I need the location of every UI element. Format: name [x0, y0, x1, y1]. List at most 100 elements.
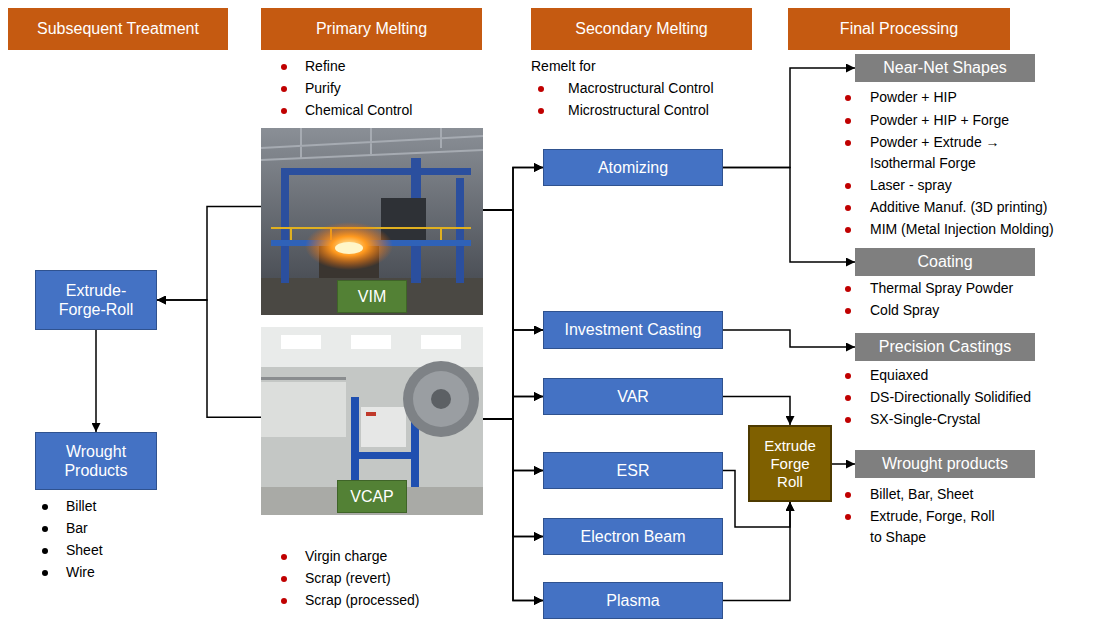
bullet-dot: [42, 526, 48, 532]
bullet-item: Powder + Extrude → Isothermal Forge: [870, 132, 1015, 174]
bullet-dot: [281, 108, 287, 114]
bullet-dot: [845, 205, 851, 211]
furnace-tag: VIM: [337, 280, 407, 313]
molten-glow: [305, 222, 393, 270]
process-box: Atomizing: [543, 149, 723, 186]
roof-truss: [261, 128, 483, 160]
flow-arrow: [723, 397, 790, 426]
bullet-item: Purify: [305, 78, 341, 99]
bullet-dot: [845, 286, 851, 292]
flow-arrow: [723, 330, 855, 347]
box-label: VAR: [617, 387, 649, 406]
flow-arrow: [483, 330, 543, 419]
process-box: VAR: [543, 378, 723, 415]
bullet-item: Scrap (revert): [305, 568, 391, 589]
label-text: Refine: [305, 58, 345, 74]
bullet-item: DS-Directionally Solidified: [870, 387, 1031, 408]
box-label: Wrought Products: [51, 442, 141, 480]
process-box: ESR: [543, 452, 723, 489]
label-text: Scrap (processed): [305, 592, 419, 608]
molten-core: [335, 242, 363, 254]
process-box: Wrought Products: [35, 432, 157, 490]
bullet-item: Virgin charge: [305, 546, 387, 567]
box-label: Extrude-Forge-Roll: [51, 281, 141, 319]
furnace-housing: [381, 198, 426, 240]
label-text: Macrostructural Control: [568, 80, 714, 96]
label-text: Powder + HIP: [870, 89, 957, 105]
bullet-item: MIM (Metal Injection Molding): [870, 219, 1054, 240]
label-text: Wire: [66, 564, 95, 580]
furnace-tag: VCAP: [337, 480, 407, 513]
bullet-item: Billet: [66, 496, 96, 517]
bullet-dot: [845, 373, 851, 379]
label-text: Powder + Extrude → Isothermal Forge: [870, 134, 1000, 171]
hall-ground: [261, 327, 483, 515]
column-header: Final Processing: [788, 8, 1010, 50]
bullet-dot: [845, 308, 851, 314]
box-label: Wrought products: [882, 454, 1008, 473]
flow-arrow: [157, 207, 261, 300]
product-header: Near-Net Shapes: [855, 54, 1035, 82]
bullet-item: Sheet: [66, 540, 103, 561]
bullet-item: Refine: [305, 56, 345, 77]
product-header: Precision Castings: [855, 333, 1035, 361]
bullet-item: Wire: [66, 562, 95, 583]
label-text: Billet, Bar, Sheet: [870, 486, 974, 502]
box-label: ESR: [617, 461, 650, 480]
label-text: Microstructural Control: [568, 102, 709, 118]
process-box: Plasma: [543, 582, 723, 619]
label-text: Laser - spray: [870, 177, 952, 193]
bullet-dot: [845, 118, 851, 124]
bullet-item: Laser - spray: [870, 175, 952, 196]
flow-arrow: [95, 330, 97, 432]
control-cabinet: [361, 407, 406, 447]
bullet-item: Thermal Spray Powder: [870, 278, 1013, 299]
label-text: DS-Directionally Solidified: [870, 389, 1031, 405]
flow-arrow: [483, 168, 543, 420]
bullet-item: Macrostructural Control: [568, 78, 714, 99]
label-text: Chemical Control: [305, 102, 412, 118]
box-label: Plasma: [606, 591, 659, 610]
label-text: Equiaxed: [870, 367, 928, 383]
box-label: Near-Net Shapes: [883, 58, 1007, 77]
box-label: Electron Beam: [581, 527, 686, 546]
furnace-panel: VCAP: [261, 327, 483, 515]
label-text: Sheet: [66, 542, 103, 558]
bullet-item: Chemical Control: [305, 100, 412, 121]
label-text: Remelt for: [531, 58, 596, 74]
column-header: Subsequent Treatment: [8, 8, 228, 50]
process-box: Extrude-Forge-Roll: [35, 270, 157, 330]
bullet-dot: [845, 514, 851, 520]
bullet-dot: [42, 504, 48, 510]
hall-floor: [261, 278, 483, 315]
bullet-item: Additive Manuf. (3D printing): [870, 197, 1047, 218]
note-text: Remelt for: [531, 56, 596, 77]
bullet-item: Microstructural Control: [568, 100, 709, 121]
vessel-lid: [413, 371, 469, 427]
bullet-dot: [42, 548, 48, 554]
bullet-item: Powder + HIP + Forge: [870, 110, 1009, 131]
flow-arrow: [723, 68, 855, 168]
label-text: Thermal Spray Powder: [870, 280, 1013, 296]
bullet-item: Billet, Bar, Sheet: [870, 484, 974, 505]
bullet-dot: [845, 492, 851, 498]
box-label: Final Processing: [840, 19, 958, 38]
bullet-item: Scrap (processed): [305, 590, 419, 611]
label-text: Extrude, Forge, Roll to Shape: [870, 508, 995, 545]
box-label: Secondary Melting: [575, 19, 708, 38]
product-header: Wrought products: [855, 450, 1035, 478]
label-text: Scrap (revert): [305, 570, 391, 586]
forming-box: Extrude Forge Roll: [748, 425, 832, 502]
bullet-dot: [845, 95, 851, 101]
column-header: Primary Melting: [261, 8, 482, 50]
flow-arrow: [832, 463, 855, 465]
railing: [261, 377, 346, 380]
bullet-item: Cold Spray: [870, 300, 939, 321]
indicator: [366, 412, 376, 416]
steel-post: [281, 168, 289, 283]
steel-beam: [351, 452, 419, 459]
label-text: MIM (Metal Injection Molding): [870, 221, 1054, 237]
skylight: [281, 335, 321, 349]
steel-beam: [281, 168, 471, 175]
box-label: Primary Melting: [316, 19, 427, 38]
